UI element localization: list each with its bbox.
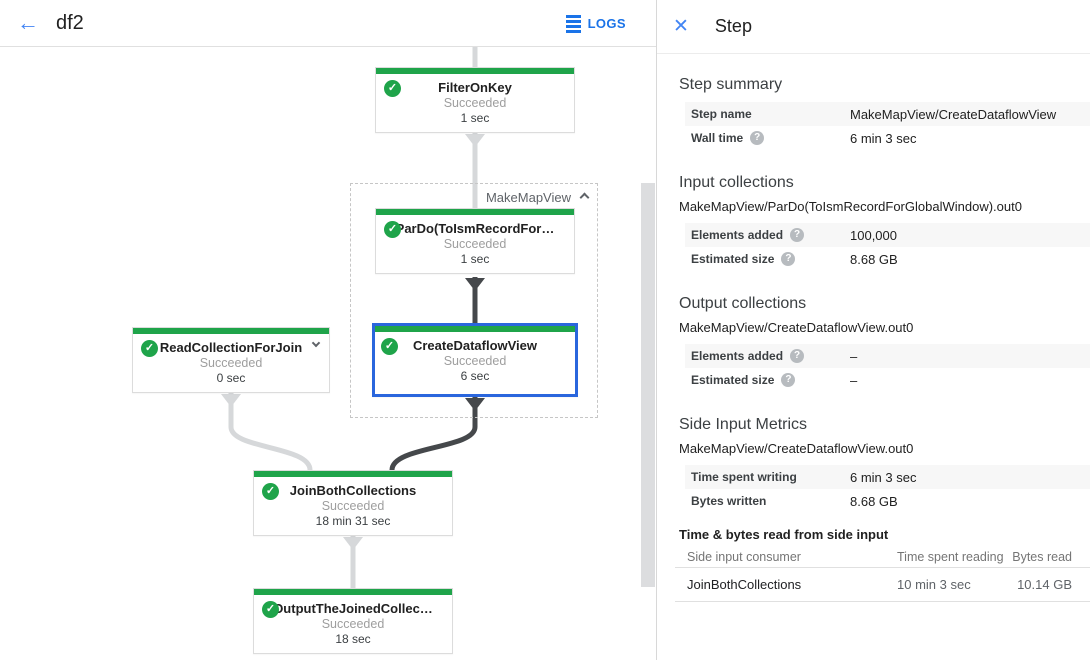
- help-icon[interactable]: ?: [790, 349, 805, 363]
- metric-label: Estimated size: [691, 252, 775, 266]
- help-icon[interactable]: ?: [790, 228, 805, 242]
- help-icon[interactable]: ?: [781, 373, 796, 387]
- success-check-icon: ✓: [262, 483, 279, 500]
- help-icon[interactable]: ?: [750, 131, 765, 145]
- node-time: 6 sec: [460, 369, 490, 383]
- side-input-table: Time & bytes read from side input Side i…: [675, 527, 1090, 602]
- node-status: Succeeded: [443, 354, 507, 368]
- graph-canvas: MakeMapView ✓ FilterOnKey Succeeded 1 se…: [0, 47, 656, 660]
- collection-name: MakeMapView/ParDo(ToIsmRecordForGlobalWi…: [679, 199, 1022, 214]
- node-time: 1 sec: [460, 111, 490, 125]
- node-status: Succeeded: [199, 356, 263, 370]
- success-check-icon: ✓: [384, 80, 401, 97]
- node-title: ReadCollectionForJoin: [159, 340, 303, 355]
- graph-node-createdataflowview-selected[interactable]: ✓ CreateDataflowView Succeeded 6 sec: [372, 323, 578, 397]
- logs-button-label: LOGS: [587, 16, 626, 31]
- metric-row: Wall time ? 6 min 3 sec: [685, 126, 1090, 150]
- node-status-bar: [254, 589, 452, 595]
- job-graph-panel: ← df2 LOGS: [0, 0, 656, 660]
- node-title: OutputTheJoinedCollec…: [273, 601, 433, 616]
- help-icon[interactable]: ?: [781, 252, 796, 266]
- node-status-bar: [375, 326, 575, 332]
- collapse-chevron-icon[interactable]: [579, 192, 590, 203]
- graph-edges: [221, 47, 485, 588]
- side-input-consumer-cell: JoinBothCollections: [687, 577, 802, 592]
- graph-node-filteronkey[interactable]: ✓ FilterOnKey Succeeded 1 sec: [375, 67, 575, 133]
- node-time: 1 sec: [460, 252, 490, 266]
- node-title: FilterOnKey: [438, 80, 512, 95]
- panel-title: Step: [714, 16, 752, 36]
- collection-name: MakeMapView/CreateDataflowView.out0: [679, 441, 914, 456]
- metric-label: Bytes written: [691, 494, 767, 508]
- success-check-icon: ✓: [141, 340, 158, 357]
- graph-scrollbar-thumb[interactable]: [641, 183, 655, 587]
- metric-row: Time spent writing 6 min 3 sec: [685, 465, 1090, 489]
- node-status-bar: [376, 68, 574, 74]
- section-heading-step-summary: Step summary: [679, 76, 783, 93]
- node-status: Succeeded: [443, 237, 507, 251]
- logs-list-icon: [565, 14, 581, 33]
- job-title: df2: [56, 11, 84, 34]
- composite-group-makemapview: MakeMapView: [350, 183, 598, 418]
- metric-row: Elements added ? 100,000: [685, 223, 1090, 247]
- metric-label: Step name: [691, 107, 752, 121]
- table-row: JoinBothCollections 10 min 3 sec 10.14 G…: [675, 568, 1090, 602]
- metric-label: Time spent writing: [691, 470, 797, 484]
- metric-value: 6 min 3 sec: [850, 469, 917, 485]
- node-status-bar: [254, 471, 452, 477]
- metric-value: 8.68 GB: [850, 493, 898, 509]
- metric-row: Estimated size ? –: [685, 368, 1090, 392]
- node-status: Succeeded: [321, 499, 385, 513]
- metric-row: Estimated size ? 8.68 GB: [685, 247, 1090, 271]
- node-title: ParDo(ToIsmRecordFor…: [395, 221, 555, 236]
- graph-node-readcollectionforjoin[interactable]: ✓ ReadCollectionForJoin Succeeded 0 sec: [132, 327, 330, 393]
- side-input-table-heading: Time & bytes read from side input: [679, 527, 889, 542]
- logs-button[interactable]: LOGS: [565, 0, 626, 47]
- success-check-icon: ✓: [262, 601, 279, 618]
- column-header: Time spent reading: [897, 550, 1004, 564]
- panel-header: ✕ Step: [657, 0, 1090, 54]
- graph-node-pardo[interactable]: ✓ ParDo(ToIsmRecordFor… Succeeded 1 sec: [375, 208, 575, 274]
- metric-label: Wall time: [691, 131, 744, 145]
- metric-row: Step name MakeMapView/CreateDataflowView: [685, 102, 1090, 126]
- metric-label: Estimated size: [691, 373, 775, 387]
- node-status: Succeeded: [321, 617, 385, 631]
- metric-value: 100,000: [850, 227, 897, 243]
- column-header: Side input consumer: [687, 550, 801, 564]
- bytes-read-cell: 10.14 GB: [1017, 577, 1072, 592]
- success-check-icon: ✓: [384, 221, 401, 238]
- section-heading-input-collections: Input collections: [679, 174, 794, 191]
- metric-value: –: [850, 348, 858, 364]
- node-title: JoinBothCollections: [289, 483, 417, 498]
- group-label[interactable]: MakeMapView: [485, 190, 571, 205]
- metric-row: Bytes written 8.68 GB: [685, 489, 1090, 513]
- time-spent-reading-cell: 10 min 3 sec: [897, 577, 971, 592]
- success-check-icon: ✓: [381, 338, 398, 355]
- section-heading-side-input-metrics: Side Input Metrics: [679, 416, 808, 433]
- metric-value: 6 min 3 sec: [850, 130, 917, 146]
- graph-node-joinbothcollections[interactable]: ✓ JoinBothCollections Succeeded 18 min 3…: [253, 470, 453, 536]
- collection-name: MakeMapView/CreateDataflowView.out0: [679, 320, 914, 335]
- metric-value: –: [850, 372, 858, 388]
- step-detail-panel: ✕ Step Step summary Step name MakeMapVie…: [656, 0, 1090, 660]
- metric-value: 8.68 GB: [850, 251, 898, 267]
- metric-row: Elements added ? –: [685, 344, 1090, 368]
- node-time: 0 sec: [216, 371, 246, 385]
- metric-value: MakeMapView/CreateDataflowView: [850, 106, 1057, 122]
- node-status-bar: [133, 328, 329, 334]
- section-heading-output-collections: Output collections: [679, 295, 807, 312]
- node-status-bar: [376, 209, 574, 215]
- top-bar: ← df2 LOGS: [0, 0, 656, 47]
- side-input-table-header-row: Side input consumer Time spent reading B…: [675, 547, 1090, 568]
- node-title: CreateDataflowView: [412, 338, 538, 353]
- back-arrow-icon[interactable]: ←: [17, 10, 39, 35]
- column-header: Bytes read: [1012, 550, 1072, 564]
- metric-label: Elements added: [691, 228, 784, 242]
- node-status: Succeeded: [443, 96, 507, 110]
- metric-label: Elements added: [691, 349, 784, 363]
- graph-node-outputthejoinedcollection[interactable]: ✓ OutputTheJoinedCollec… Succeeded 18 se…: [253, 588, 453, 654]
- node-time: 18 sec: [335, 632, 371, 646]
- node-time: 18 min 31 sec: [315, 514, 391, 528]
- close-icon[interactable]: ✕: [673, 16, 689, 37]
